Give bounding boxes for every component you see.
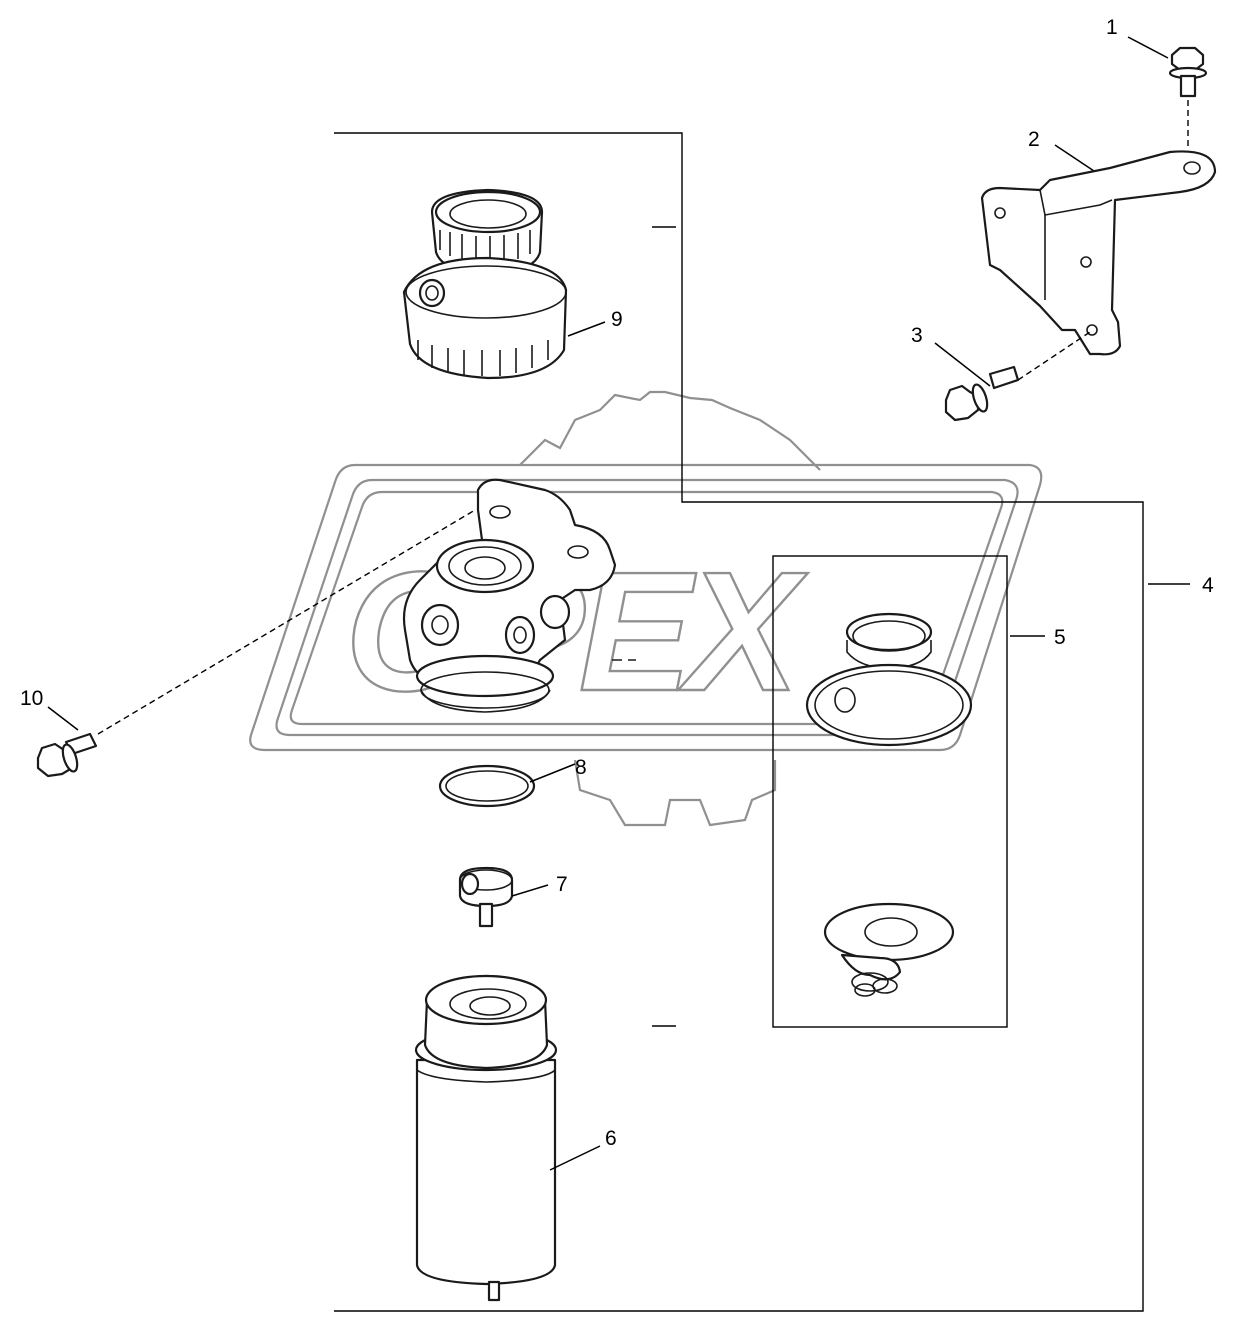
- part-9-bowl: [402, 188, 606, 380]
- callout-6: 6: [605, 1127, 617, 1150]
- callout-8: 8: [575, 756, 587, 779]
- callout-3: 3: [911, 324, 923, 347]
- watermark-gear-bottom: [573, 759, 777, 827]
- part-6-filter-element: [414, 974, 601, 1302]
- assembly-frame-4: [334, 132, 1190, 1312]
- part-5-seal-kit: [805, 612, 973, 997]
- watermark-logo: OPEX: [249, 390, 1043, 827]
- part-1-bolt: [1127, 36, 1208, 150]
- part-2-mounting-bracket: [980, 144, 1217, 356]
- callout-9: 9: [611, 308, 623, 331]
- callout-10: 10: [20, 687, 43, 710]
- callout-4: 4: [1202, 574, 1214, 597]
- filter-head: [402, 478, 636, 713]
- part-7-plug: [458, 866, 549, 928]
- callout-2: 2: [1028, 128, 1040, 151]
- callout-5: 5: [1054, 626, 1066, 649]
- callout-1: 1: [1106, 16, 1118, 39]
- watermark-gear-top: [519, 390, 821, 471]
- seal-kit-frame-5: [772, 555, 1045, 1028]
- callout-7: 7: [556, 873, 568, 896]
- part-3-bolt: [934, 331, 1091, 422]
- part-10-bolt: [36, 509, 476, 778]
- watermark-outer-frame: [249, 463, 1043, 752]
- part-8-o-ring: [438, 763, 576, 808]
